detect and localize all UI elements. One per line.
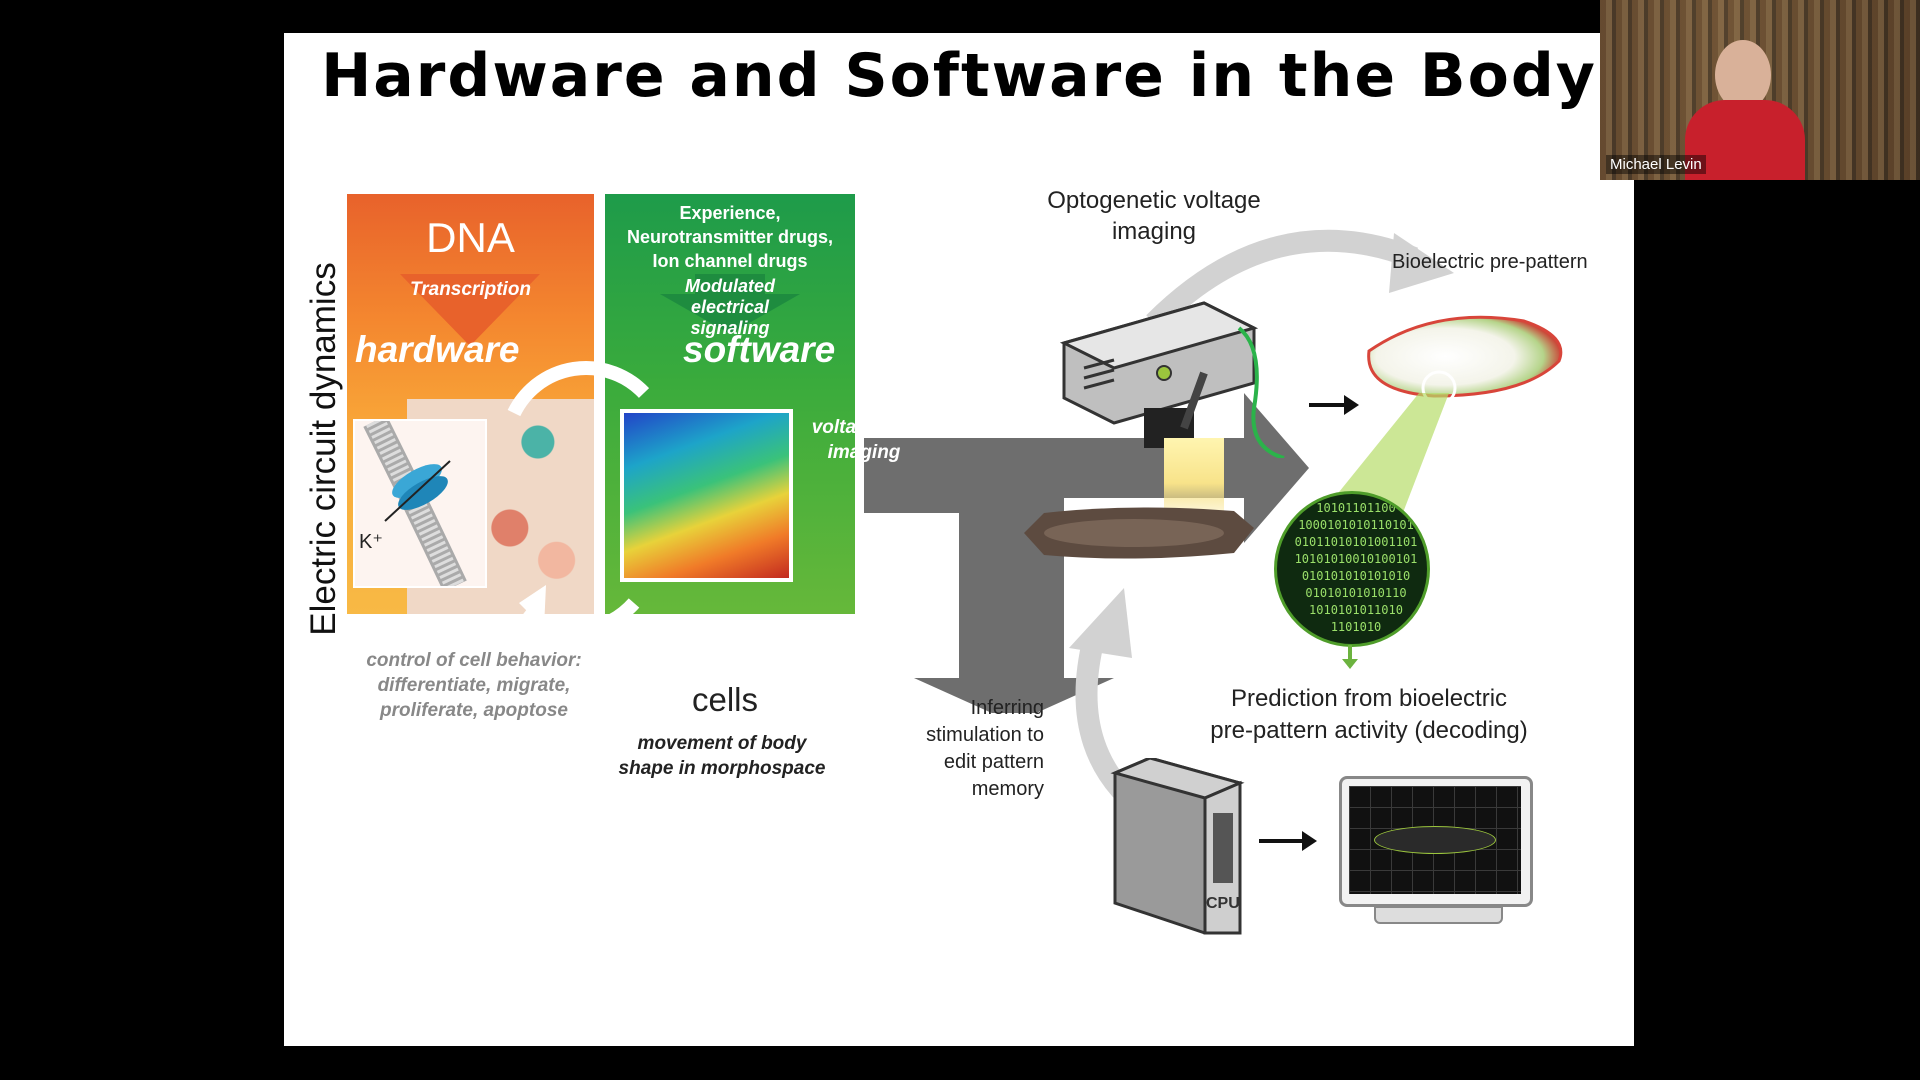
- cells-label: cells: [692, 681, 759, 718]
- software-heading-line-2: Neurotransmitter drugs,: [626, 227, 834, 247]
- monitor-stand: [1374, 906, 1503, 924]
- transcription-label: Transcription: [409, 279, 532, 300]
- binary-line-7: 1010101011010: [1309, 603, 1403, 617]
- prediction-label: Prediction from bioelectric pre-pattern …: [1184, 683, 1554, 747]
- cycle-arrow: [507, 361, 650, 638]
- voltage-dye-line-2: imaging: [827, 442, 901, 463]
- arrow-to-prepattern-head: [1344, 395, 1359, 415]
- voltage-heatmap: [620, 409, 793, 582]
- participant-name: Michael Levin: [1606, 155, 1706, 174]
- prediction-line-1: Prediction from bioelectric: [1230, 685, 1508, 712]
- slide-title: Hardware and Software in the Body: [321, 41, 1597, 111]
- software-heading-line-3: Ion channel drugs: [652, 251, 808, 271]
- inferring-line-1: Inferring: [970, 697, 1044, 719]
- decode-arrow: [1348, 645, 1352, 663]
- hardware-panel: DNA Transcription hardware K⁺: [347, 194, 594, 614]
- optogenetic-line-1: Optogenetic voltage: [1047, 187, 1261, 214]
- modulated-line-3: signaling: [690, 318, 770, 338]
- voltage-dye-line-1: voltage dye: [811, 417, 917, 438]
- control-line-1: control of cell behavior:: [366, 650, 582, 671]
- binary-line-1: 10101101100: [1316, 501, 1396, 515]
- axis-label: Electric circuit dynamics: [304, 262, 343, 636]
- participant-shirt: [1685, 100, 1805, 180]
- modulated-line-2: electrical: [690, 297, 770, 317]
- dna-heading: DNA: [426, 214, 515, 261]
- optogenetic-line-2: imaging: [1111, 218, 1197, 245]
- modulated-label: Modulated electrical signaling: [605, 276, 855, 339]
- modulated-arrow-stem: [695, 274, 765, 296]
- movement-line-1: movement of body: [637, 733, 807, 754]
- monitor-icon: [1339, 776, 1533, 924]
- cpu-tower-icon: CPU: [1110, 756, 1245, 935]
- binary-line-2: 1000101010110101: [1298, 518, 1414, 532]
- modulated-line-1: Modulated: [685, 276, 775, 296]
- software-heading-line-1: Experience,: [679, 203, 781, 223]
- arrow-to-monitor: [1259, 839, 1307, 843]
- decode-arrow-head: [1342, 659, 1358, 669]
- movement-line-2: shape in morphospace: [618, 758, 826, 779]
- transcription-arrow-stem: [435, 274, 505, 294]
- prediction-line-2: pre-pattern activity (decoding): [1210, 717, 1528, 744]
- worm-model: [1374, 826, 1496, 854]
- ion-channel-inset: K⁺: [353, 415, 487, 592]
- binary-line-4: 10101010010100101: [1294, 552, 1418, 566]
- control-line-2: differentiate, migrate,: [377, 675, 571, 696]
- inferring-line-4: memory: [971, 778, 1044, 800]
- arrow-to-prepattern: [1309, 403, 1349, 407]
- binary-line-6: 01010101010110: [1305, 586, 1407, 600]
- binary-data-circle: 10101101100 1000101010110101 01011010101…: [1274, 491, 1430, 647]
- software-label: software: [683, 329, 836, 370]
- inferring-line-2: stimulation to: [926, 724, 1044, 746]
- modulated-arrow: [660, 294, 800, 334]
- magnification-cone: [1314, 393, 1449, 523]
- software-heading: Experience, Neurotransmitter drugs, Ion …: [605, 201, 855, 273]
- planarian-worm: [1024, 507, 1254, 559]
- potassium-ion-label: K⁺: [359, 531, 383, 553]
- binary-line-5: 010101010101010: [1301, 569, 1411, 583]
- software-panel: Experience, Neurotransmitter drugs, Ion …: [605, 194, 855, 614]
- bioelectric-label: Bioelectric pre-pattern: [1392, 251, 1588, 273]
- membrane-diagram: [363, 415, 467, 592]
- camera-icon: [1059, 301, 1285, 458]
- control-line-3: proliferate, apoptose: [380, 700, 568, 721]
- participant-video-tile[interactable]: Michael Levin: [1600, 0, 1920, 180]
- presentation-slide: Hardware and Software in the Body Electr…: [284, 33, 1634, 1046]
- voltage-dye-label: voltage dye imaging: [784, 415, 944, 465]
- optogenetic-label: Optogenetic voltage imaging: [1004, 185, 1304, 247]
- inferring-line-3: edit pattern: [943, 751, 1044, 773]
- participant-face: [1715, 40, 1771, 110]
- top-curved-arrow: [1146, 229, 1454, 331]
- binary-line-3: 01011010101001101: [1294, 535, 1418, 549]
- arrow-to-monitor-head: [1302, 831, 1317, 851]
- movement-label: movement of body shape in morphospace: [602, 731, 842, 781]
- cpu-tower-drawing: [1110, 756, 1245, 935]
- binary-line-8: 1101010: [1330, 620, 1382, 634]
- inferring-label: Inferring stimulation to edit pattern me…: [874, 695, 1044, 803]
- hardware-label: hardware: [355, 329, 520, 370]
- control-label: control of cell behavior: differentiate,…: [354, 648, 594, 723]
- cpu-label: CPU: [1206, 895, 1240, 912]
- binary-digits: 10101101100 1000101010110101 01011010101…: [1281, 500, 1427, 636]
